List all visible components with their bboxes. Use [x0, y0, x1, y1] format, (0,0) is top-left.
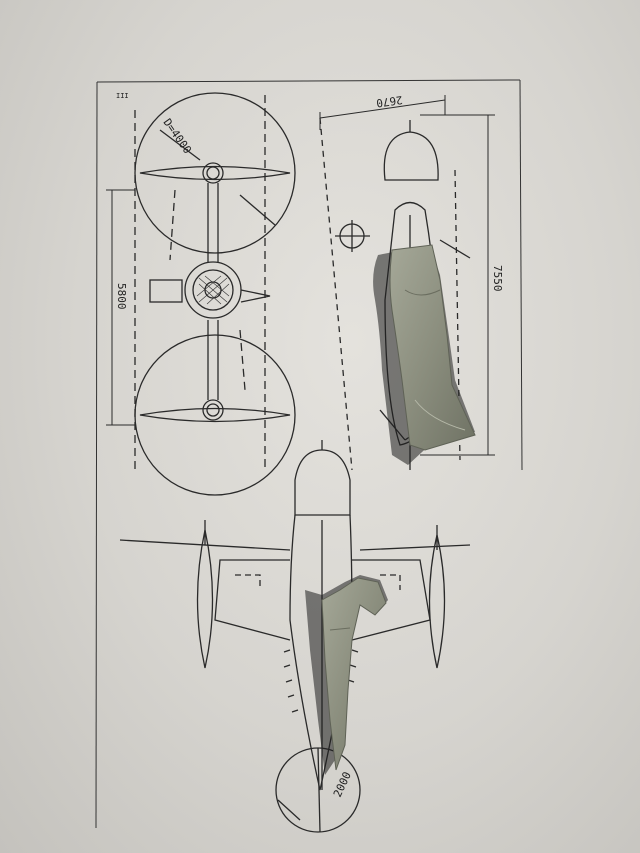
sheet-border	[95, 79, 523, 829]
rotor-pod-left	[196, 529, 214, 669]
nose-cowl	[294, 449, 351, 516]
rotor-disc-top	[134, 92, 296, 254]
rotor-pod-right	[428, 534, 446, 669]
rotor-span-label: 5800	[115, 283, 128, 310]
tail-height-label: 2670	[375, 93, 403, 110]
front-view	[134, 92, 296, 496]
fuselage-length-label: 7550	[491, 265, 504, 292]
height-dimension	[319, 95, 446, 130]
tail-rotor-label: 2000	[331, 770, 354, 800]
length-dimension	[420, 114, 495, 456]
page-mark: III	[116, 92, 129, 100]
engine-grid	[196, 275, 230, 305]
model-part-wing	[305, 575, 388, 775]
model-part-fuselage-half	[373, 244, 476, 465]
tail-fin	[383, 131, 439, 181]
rotor-diameter-label: D=4000	[161, 116, 194, 156]
span-dimension	[106, 189, 135, 426]
top-view	[119, 440, 471, 833]
